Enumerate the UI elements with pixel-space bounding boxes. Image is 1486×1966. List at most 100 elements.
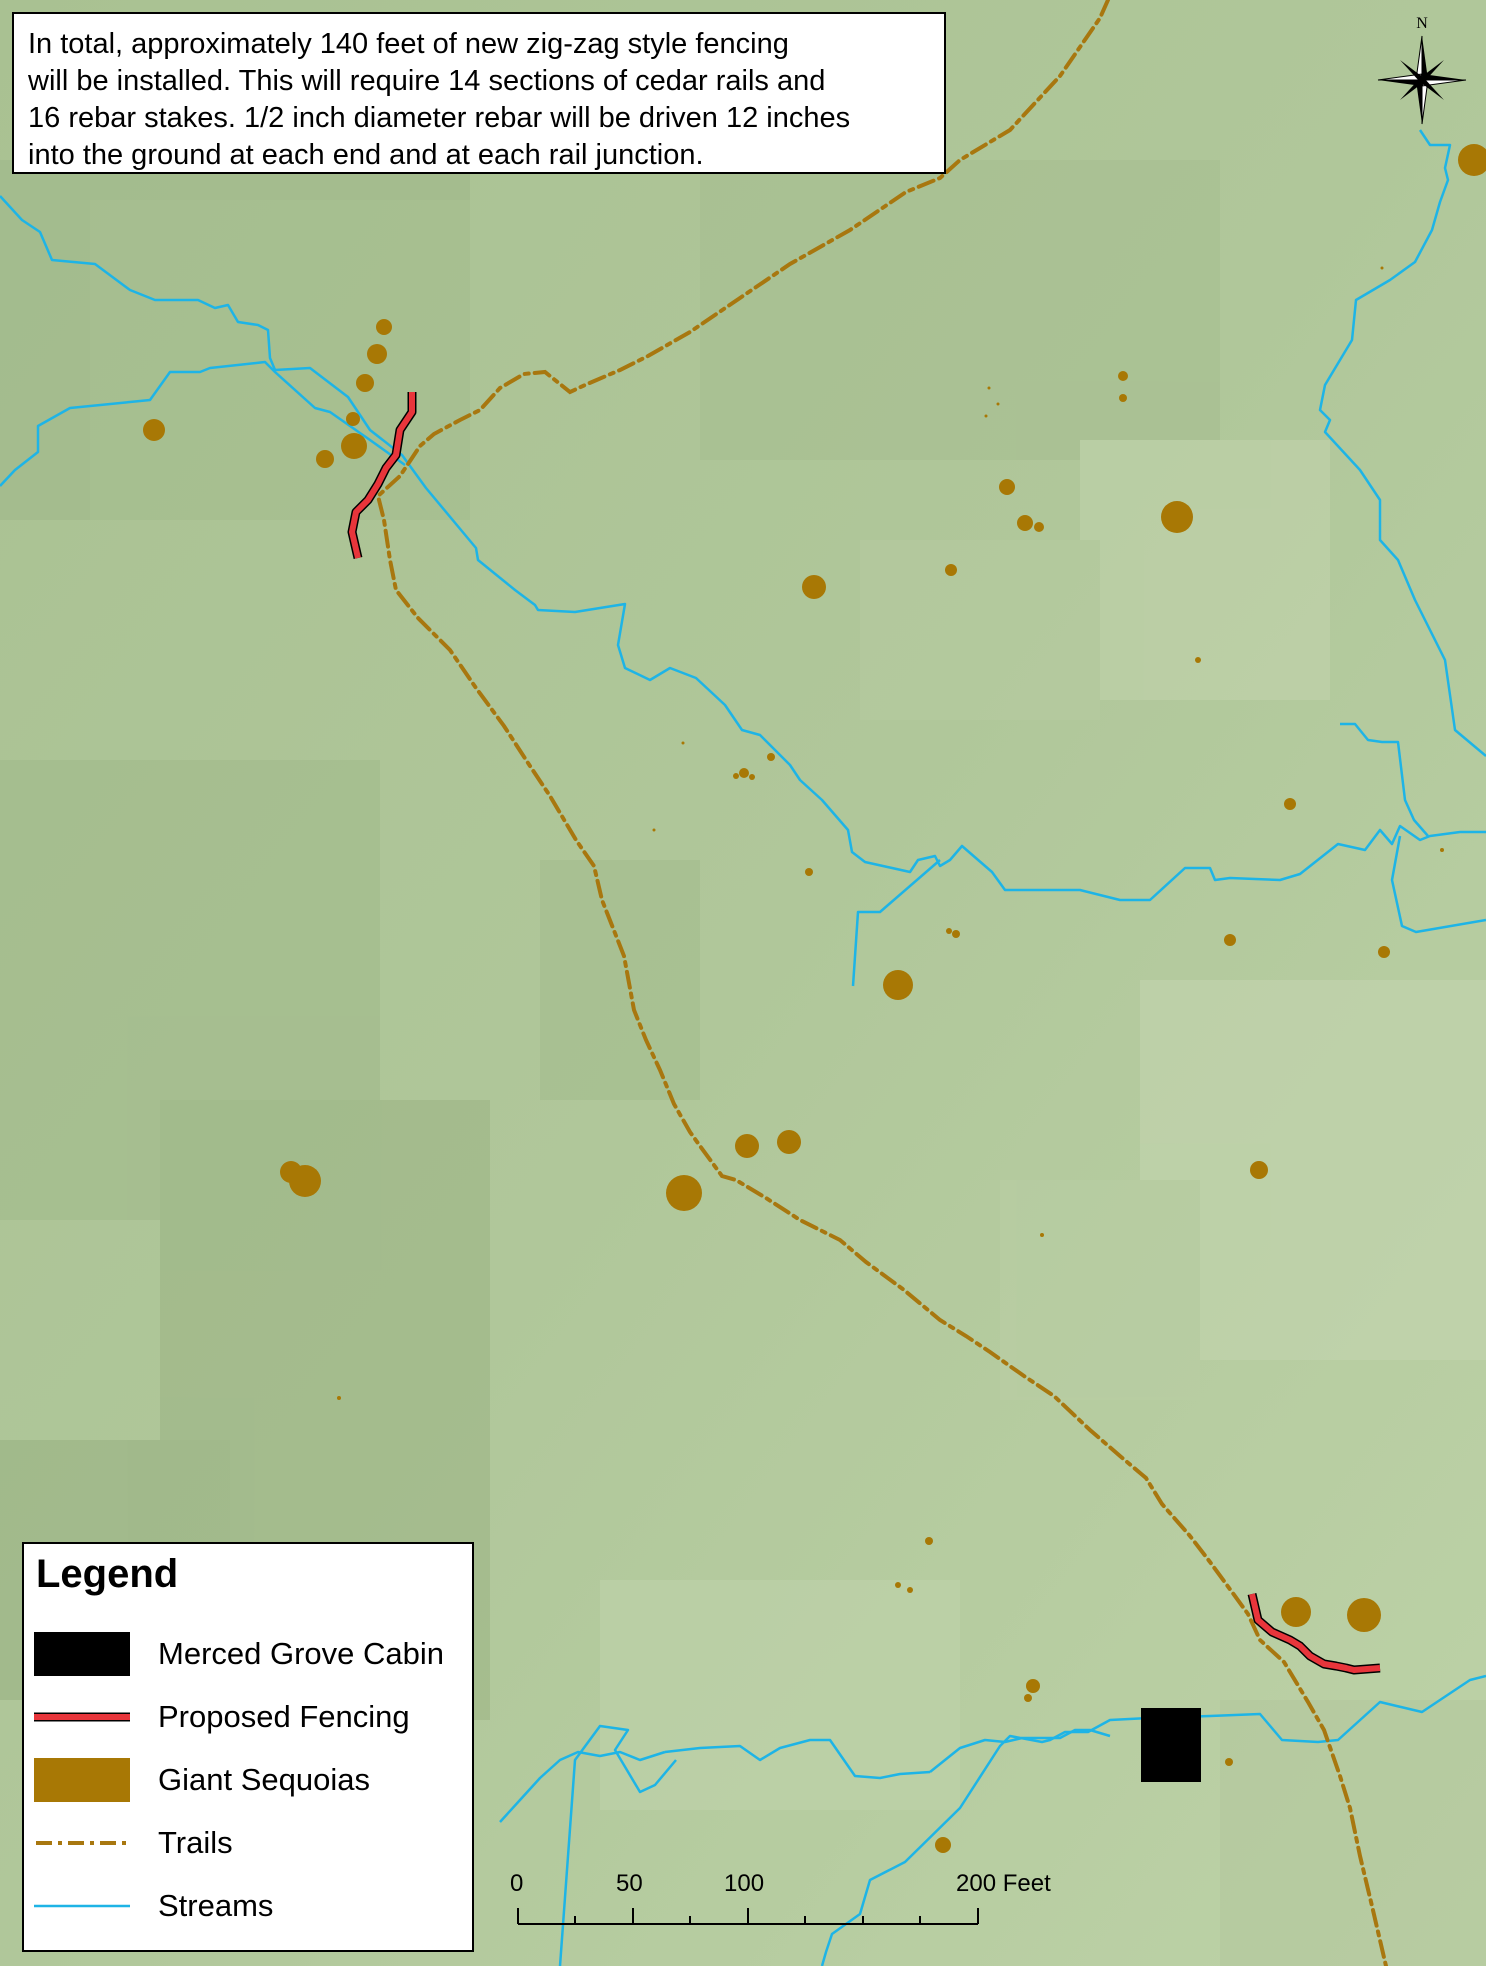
fence-symbol-icon: [34, 1712, 130, 1722]
fence-line-north: [349, 392, 415, 559]
stream-line: [929, 1728, 1111, 1773]
legend-panel: Legend Merced Grove Cabin Proposed Fenci…: [22, 1542, 474, 1952]
sequoia-symbol-icon: [34, 1758, 130, 1802]
sequoia-tree: [1281, 1597, 1311, 1627]
sequoia-tree: [316, 450, 334, 468]
legend-item-trails: Trails: [34, 1817, 464, 1869]
sequoia-tree: [777, 1130, 801, 1154]
stream-line: [851, 859, 941, 987]
stream-line: [499, 1750, 666, 1823]
sequoia-tree: [767, 753, 775, 761]
legend-item-sequoias: Giant Sequoias: [34, 1754, 464, 1806]
note-line: into the ground at each end and at each …: [28, 139, 704, 171]
legend-label: Proposed Fencing: [158, 1699, 410, 1734]
sequoia-tree: [1380, 266, 1384, 270]
sequoia-tree: [925, 1537, 933, 1545]
legend-item-streams: Streams: [34, 1880, 464, 1932]
sequoias-layer: [143, 144, 1486, 1853]
compass-icon: N: [1377, 15, 1467, 125]
sequoia-tree: [1017, 515, 1033, 531]
stream-line: [0, 360, 406, 487]
sequoia-tree: [666, 1175, 702, 1211]
legend-label: Giant Sequoias: [158, 1762, 370, 1797]
info-note: In total, approximately 140 feet of new …: [12, 12, 946, 174]
sequoia-tree: [681, 741, 685, 745]
sequoia-tree: [367, 344, 387, 364]
scale-tick-label: 200 Feet: [956, 1870, 1051, 1897]
merced-grove-cabin[interactable]: [1141, 1708, 1201, 1782]
stream-line: [1340, 722, 1429, 837]
sequoia-tree: [1024, 1694, 1032, 1702]
sequoia-tree: [1119, 394, 1127, 402]
scale-bar: 0 50 100 200 Feet: [500, 1870, 1100, 1940]
stream-line: [558, 1724, 677, 1966]
north-label: N: [1416, 15, 1428, 32]
sequoia-tree: [735, 1134, 759, 1158]
stream-line: [0, 195, 1486, 902]
scale-tick-label: 50: [616, 1870, 643, 1897]
sequoia-tree: [1440, 848, 1444, 852]
sequoia-tree: [376, 319, 392, 335]
sequoia-tree: [945, 564, 957, 576]
sequoia-tree: [1225, 1758, 1233, 1766]
scale-tick-label: 0: [510, 1870, 524, 1897]
sequoia-tree: [337, 1396, 341, 1400]
sequoia-tree: [946, 928, 952, 934]
sequoia-tree: [733, 773, 739, 779]
sequoia-tree: [346, 412, 360, 426]
note-line: will be installed. This will require 14 …: [28, 65, 826, 97]
sequoia-tree: [1195, 657, 1201, 663]
sequoia-tree: [805, 868, 813, 876]
note-line: In total, approximately 140 feet of new …: [28, 28, 789, 60]
sequoia-tree: [1250, 1161, 1268, 1179]
sequoia-tree: [1161, 501, 1193, 533]
sequoia-tree: [289, 1165, 321, 1197]
fencing-layer: [347, 392, 1381, 1675]
fence-line-south: [1249, 1593, 1381, 1673]
sequoia-tree: [987, 386, 991, 390]
stream-line: [664, 1738, 931, 1780]
sequoia-tree: [652, 828, 656, 832]
sequoia-tree: [749, 774, 755, 780]
sequoia-tree: [984, 414, 988, 418]
trails-layer: [375, 0, 1388, 1966]
scale-tick-label: 100: [724, 1870, 765, 1897]
sequoia-tree: [1034, 522, 1044, 532]
stream-line: [1390, 835, 1486, 934]
north-arrow: N: [1372, 10, 1472, 130]
streams-layer: [0, 129, 1486, 1966]
sequoia-tree: [1458, 144, 1486, 176]
cabin-symbol-icon: [34, 1632, 130, 1676]
trail-line: [375, 0, 1388, 1966]
sequoia-tree: [1378, 946, 1390, 958]
sequoia-tree: [952, 930, 960, 938]
legend-title: Legend: [36, 1552, 179, 1596]
legend-label: Streams: [158, 1888, 274, 1923]
legend-label: Merced Grove Cabin: [158, 1636, 445, 1671]
sequoia-tree: [739, 768, 749, 778]
stream-line: [1318, 129, 1486, 757]
sequoia-tree: [895, 1582, 901, 1588]
sequoia-tree: [1118, 371, 1128, 381]
sequoia-tree: [1284, 798, 1296, 810]
sequoia-tree: [1040, 1233, 1044, 1237]
sequoia-tree: [356, 374, 374, 392]
sequoia-tree: [883, 970, 913, 1000]
legend-item-fencing: Proposed Fencing: [34, 1691, 464, 1743]
sequoia-tree: [143, 419, 165, 441]
sequoia-tree: [802, 575, 826, 599]
sequoia-tree: [341, 433, 367, 459]
sequoia-tree: [907, 1587, 913, 1593]
sequoia-tree: [996, 402, 1000, 406]
sequoia-tree: [935, 1837, 951, 1853]
sequoia-tree: [999, 479, 1015, 495]
sequoia-tree: [1347, 1598, 1381, 1632]
scale-bar-ruler: [517, 1908, 979, 1925]
sequoia-tree: [1026, 1679, 1040, 1693]
terrain-tiles: [0, 160, 1486, 1966]
note-line: 16 rebar stakes. 1/2 inch diameter rebar…: [28, 102, 851, 134]
legend-label: Trails: [158, 1825, 233, 1860]
stream-symbol-icon: [34, 1904, 130, 1908]
sequoia-tree: [1224, 934, 1236, 946]
